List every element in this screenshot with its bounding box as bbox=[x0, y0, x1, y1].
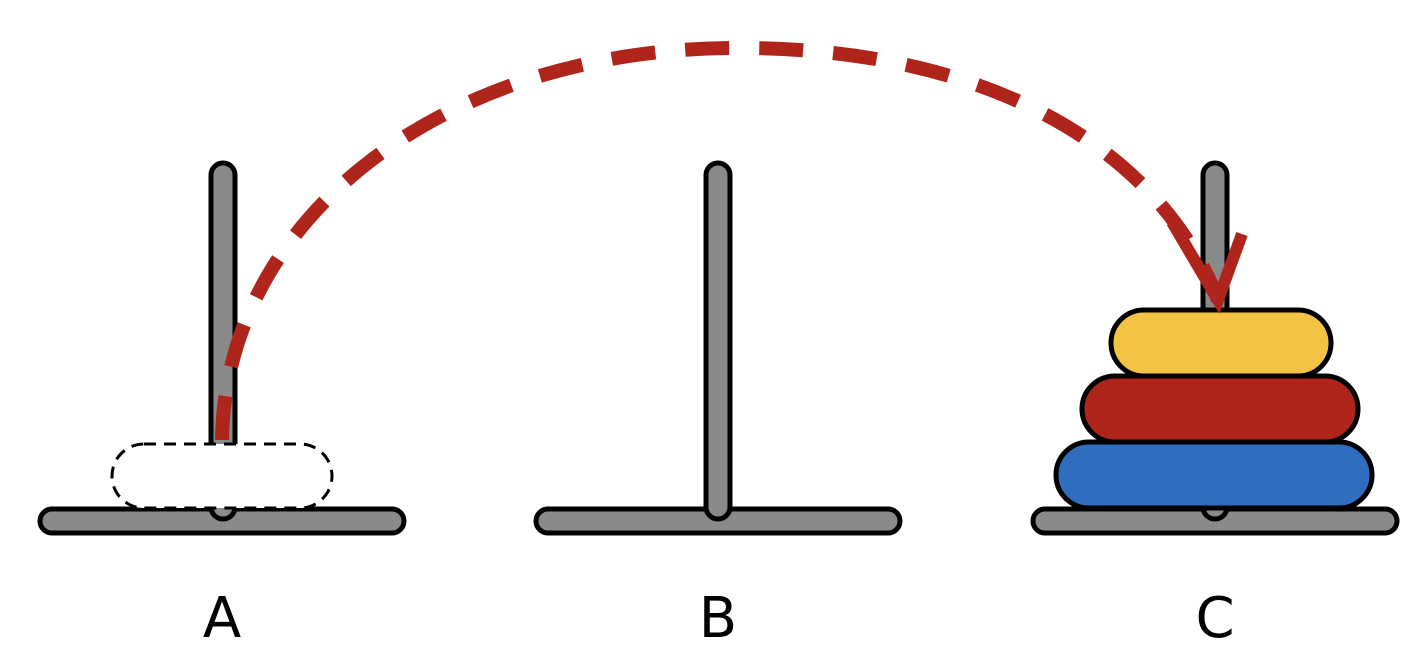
arrowhead-icon bbox=[1166, 218, 1248, 315]
peg-label-b: B bbox=[699, 586, 737, 651]
disk-blue bbox=[1053, 439, 1375, 511]
peg-a bbox=[37, 160, 407, 536]
peg-b-rod bbox=[703, 160, 733, 522]
move-arrow-path bbox=[215, 40, 1225, 441]
peg-label-c: C bbox=[1195, 586, 1234, 651]
peg-label-a: A bbox=[203, 586, 241, 651]
move-arrow bbox=[215, 40, 1248, 441]
ghost-disk-outline bbox=[110, 442, 334, 510]
peg-c bbox=[1030, 160, 1400, 536]
disk-red bbox=[1079, 373, 1361, 445]
peg-b bbox=[533, 160, 903, 536]
disk-yellow bbox=[1108, 307, 1334, 379]
